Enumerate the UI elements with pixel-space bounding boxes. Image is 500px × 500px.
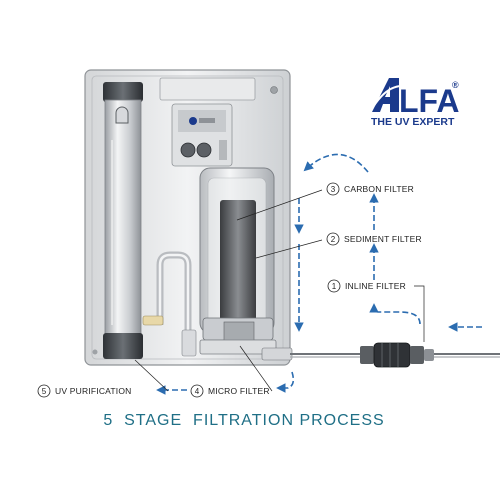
mount-screw-icon — [92, 349, 98, 355]
stage-number: 1 — [332, 282, 337, 291]
uv-chamber — [103, 82, 143, 359]
inline-filter — [360, 342, 434, 368]
indicator-light-icon — [180, 142, 196, 158]
brand-logo: LFA ® THE UV EXPERT — [369, 78, 459, 128]
indicator-light-icon — [196, 142, 212, 158]
stage-number-badge — [326, 182, 340, 196]
diagram-caption: 5 STAGE FILTRATION PROCESS — [103, 412, 384, 429]
flow-arrow — [276, 371, 295, 393]
control-panel — [171, 103, 233, 167]
stage-label-micro: 4 MICRO FILTER — [190, 384, 270, 398]
stage-label: MICRO FILTER — [208, 386, 270, 396]
stage-label: INLINE FILTER — [345, 281, 406, 291]
brand-badge-icon — [189, 117, 197, 125]
stage-number: 3 — [331, 185, 336, 194]
connector-pipe — [142, 251, 197, 357]
stage-label: UV PURIFICATION — [55, 386, 132, 396]
flow-arrow — [369, 303, 421, 325]
registered-mark: ® — [452, 80, 459, 90]
stage-label-inline: 1 INLINE FILTER — [327, 279, 406, 293]
mount-screw-icon — [270, 86, 278, 94]
stage-number-badge — [326, 232, 340, 246]
carbon-cartridge — [220, 200, 256, 324]
stage-label: CARBON FILTER — [344, 184, 414, 194]
stage-label-uv: 5 UV PURIFICATION — [37, 384, 132, 398]
flow-arrows — [156, 153, 482, 395]
flow-arrow — [303, 153, 369, 173]
stage-label-carbon: 3 CARBON FILTER — [326, 182, 414, 196]
stage-number: 4 — [195, 387, 200, 396]
filter-housing — [199, 167, 277, 355]
stage-number: 5 — [42, 387, 47, 396]
purifier-unit — [84, 69, 293, 366]
stage-number-badge — [327, 279, 341, 293]
alfa-a-mark-icon — [369, 78, 403, 113]
stage-number-badge — [190, 384, 204, 398]
stage-number: 2 — [331, 235, 336, 244]
logo-text: LFA — [399, 83, 459, 119]
stage-label-sediment: 2 SEDIMENT FILTER — [326, 232, 422, 246]
leader-lines — [134, 189, 425, 392]
logo-tagline: THE UV EXPERT — [371, 116, 455, 128]
stage-number-badge — [37, 384, 51, 398]
stage-label: SEDIMENT FILTER — [344, 234, 422, 244]
